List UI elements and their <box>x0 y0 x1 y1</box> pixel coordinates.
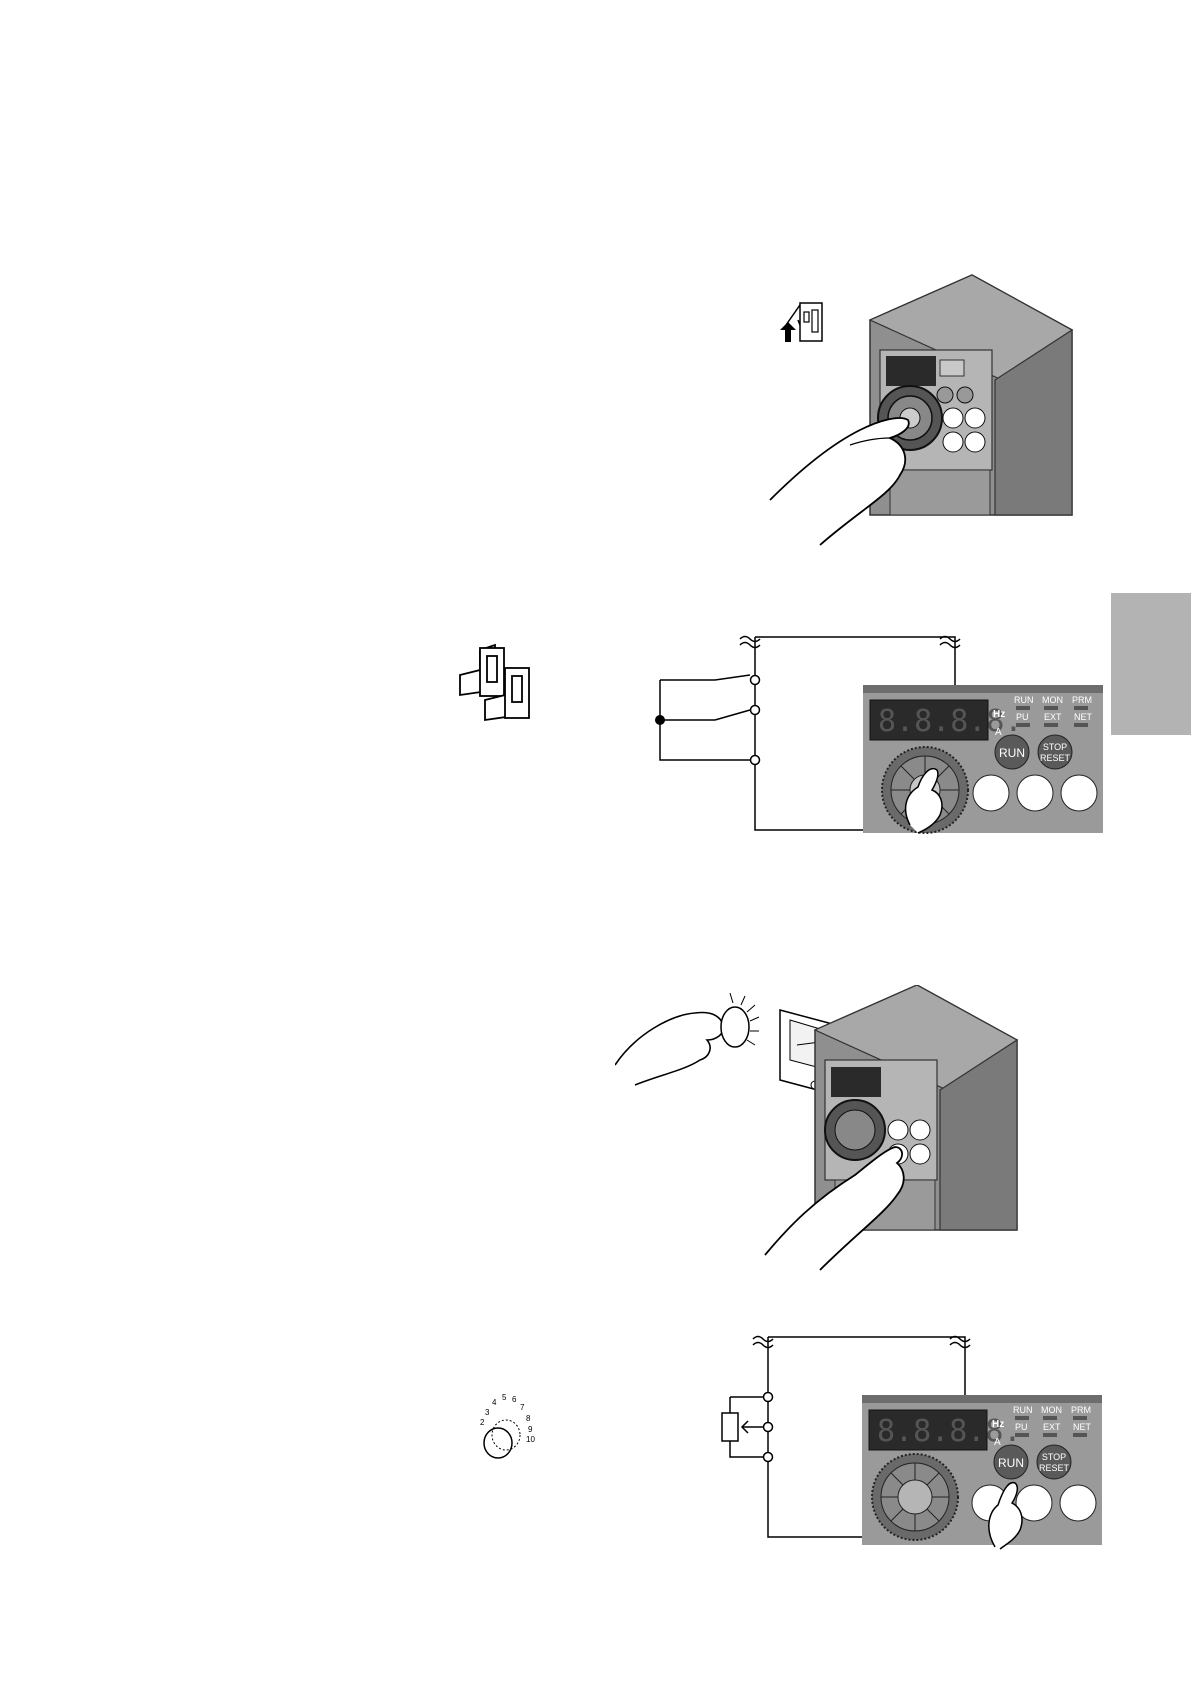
svg-text:RESET: RESET <box>1039 1463 1070 1473</box>
led-pu-label-2: PU <box>1015 1422 1028 1432</box>
svg-text:STOP: STOP <box>1042 1452 1066 1462</box>
potentiometer-scale-icon: 2 3 4 5 6 7 8 9 10 <box>470 1385 580 1465</box>
led-ext-label: EXT <box>1044 712 1062 722</box>
scale-8: 8 <box>526 1414 531 1423</box>
scale-3: 3 <box>485 1408 490 1417</box>
pu-ext-button[interactable] <box>1061 775 1097 811</box>
scale-6: 6 <box>512 1395 517 1404</box>
double-switch-icon <box>440 620 600 730</box>
run-button[interactable]: RUN <box>995 735 1029 769</box>
switch-up-icon <box>780 303 822 342</box>
svg-text:STOP: STOP <box>1043 742 1067 752</box>
pu-ext-button-2[interactable] <box>1060 1485 1096 1521</box>
inverter-dial-illustration <box>740 270 1080 560</box>
potentiometer-knob-icon <box>721 993 759 1047</box>
svg-text:RUN: RUN <box>998 1456 1024 1470</box>
led-prm-label: PRM <box>1072 695 1092 705</box>
led-pu-label: PU <box>1016 712 1029 722</box>
scale-10: 10 <box>526 1435 535 1444</box>
stop-reset-button[interactable]: STOP RESET <box>1038 735 1072 769</box>
mode-button[interactable] <box>973 775 1009 811</box>
run-button-2[interactable]: RUN <box>994 1445 1028 1479</box>
unit-hz-label-2: Hz <box>992 1419 1004 1430</box>
setting-dial-2[interactable] <box>872 1454 958 1540</box>
circuit-dial-panel-diagram: 8.8.8.8. Hz A RUN MON PRM PU EXT NET RUN… <box>640 625 1110 835</box>
svg-text:RUN: RUN <box>999 746 1025 760</box>
svg-text:RESET: RESET <box>1040 753 1071 763</box>
led-net-label: NET <box>1074 712 1093 722</box>
led-run-label: RUN <box>1014 695 1034 705</box>
led-mon-label-2: MON <box>1041 1405 1062 1415</box>
knob-meter-inverter-illustration <box>615 985 1085 1275</box>
scale-7: 7 <box>520 1403 525 1412</box>
led-ext-label-2: EXT <box>1043 1422 1061 1432</box>
led-net-label-2: NET <box>1073 1422 1092 1432</box>
unit-a-label-2: A <box>994 1437 1001 1448</box>
led-run-label-2: RUN <box>1013 1405 1033 1415</box>
unit-a-label: A <box>995 727 1002 738</box>
scale-4: 4 <box>492 1398 497 1407</box>
scale-2: 2 <box>480 1418 485 1427</box>
scale-5: 5 <box>502 1393 507 1402</box>
scale-9: 9 <box>528 1425 533 1434</box>
unit-hz-label: Hz <box>993 709 1005 720</box>
stop-reset-button-2[interactable]: STOP RESET <box>1037 1445 1071 1479</box>
led-prm-label-2: PRM <box>1071 1405 1091 1415</box>
led-mon-label: MON <box>1042 695 1063 705</box>
circuit-run-panel-diagram: 8.8.8.8. Hz A RUN MON PRM PU EXT NET RUN… <box>700 1325 1110 1550</box>
set-button[interactable] <box>1017 775 1053 811</box>
chapter-side-tab <box>1111 593 1191 735</box>
